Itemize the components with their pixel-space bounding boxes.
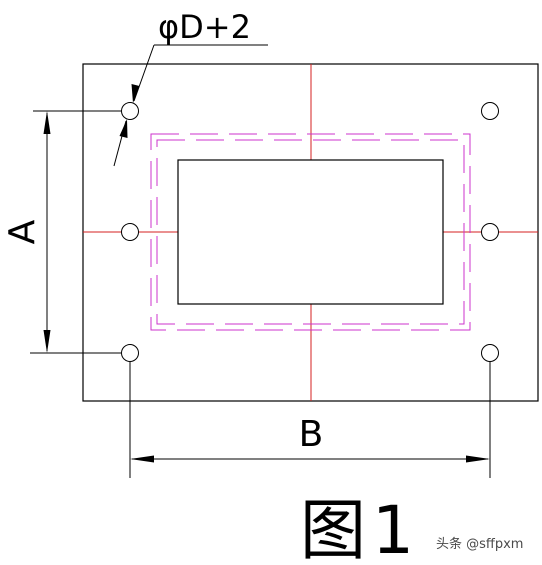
circle-icon [481, 223, 499, 241]
hole-diameter-leader [113, 44, 268, 167]
circle-icon [121, 102, 139, 120]
watermark: 头条 @sffpxm [436, 536, 523, 552]
dimension-a [30, 110, 121, 354]
circle-icon [121, 223, 139, 241]
center-opening [177, 159, 444, 305]
dimension-b-label: B [299, 414, 324, 455]
arrowhead-icon [466, 455, 490, 463]
hidden-lines [150, 133, 471, 331]
hidden-outline-outer [150, 133, 471, 331]
figure-caption: 图1 [300, 492, 420, 565]
hidden-outline-inner [156, 139, 465, 325]
arrowhead-icon [43, 111, 51, 134]
mounting-holes [121, 102, 499, 362]
arrowhead-icon [130, 455, 154, 463]
circle-icon [481, 344, 499, 362]
circle-icon [121, 344, 139, 362]
hole-diameter-label: φD+2 [158, 8, 251, 46]
dimension-b [129, 362, 491, 478]
arrowhead-icon [131, 84, 140, 103]
circle-icon [481, 102, 499, 120]
dimension-a-label: A [2, 219, 43, 244]
leader-line [133, 44, 155, 102]
arrowhead-icon [43, 330, 51, 353]
arrowhead-icon [119, 119, 128, 138]
